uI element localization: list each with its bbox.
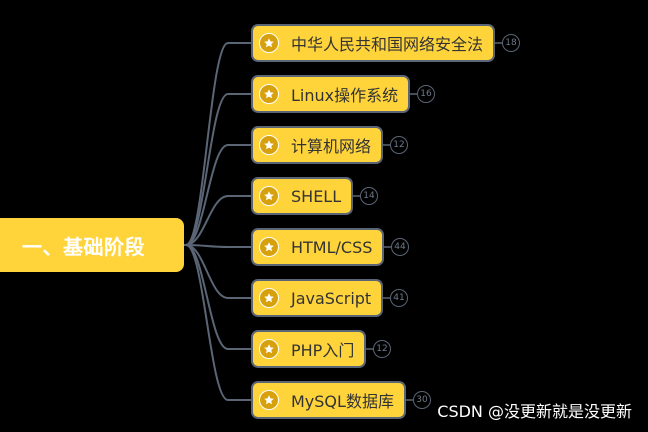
subtopic-count-badge[interactable]: 30 [413,391,431,409]
subtopic-label: SHELL [291,186,342,206]
subtopic-count-badge[interactable]: 18 [502,34,520,52]
root-topic-node[interactable]: 一、基础阶段 [0,218,184,272]
subtopic-label: JavaScript [291,288,372,308]
subtopic-label: 中华人民共和国网络安全法 [291,35,484,54]
subtopic-count-badge[interactable]: 16 [417,85,435,103]
subtopic-label: Linux操作系统 [291,86,399,105]
connector-line [185,244,251,299]
connector-line [185,244,251,401]
subtopic-node[interactable]: JavaScript [251,279,384,317]
subtopic-node[interactable]: 计算机网络 [251,126,384,164]
subtopic-count-badge[interactable]: 12 [373,340,391,358]
star-icon [259,288,279,308]
subtopic-node[interactable]: PHP入门 [251,330,367,368]
star-icon [259,84,279,104]
connector-line [185,42,251,246]
subtopic-label: 计算机网络 [291,137,372,156]
subtopic-count-badge[interactable]: 14 [360,187,378,205]
subtopic-count-badge[interactable]: 41 [390,289,408,307]
connector-line [185,93,251,246]
root-topic-label: 一、基础阶段 [22,234,145,259]
connector-line [185,144,251,246]
subtopic-node[interactable]: HTML/CSS [251,228,385,266]
connector-line [185,244,251,248]
subtopic-node[interactable]: 中华人民共和国网络安全法 [251,24,496,62]
star-icon [259,186,279,206]
star-icon [259,390,279,410]
connector-line [185,195,251,246]
star-icon [259,33,279,53]
star-icon [259,237,279,257]
subtopic-label: PHP入门 [291,341,355,360]
watermark: CSDN @没更新就是没更新 [437,402,632,421]
subtopic-node[interactable]: SHELL [251,177,354,215]
star-icon [259,339,279,359]
subtopic-label: HTML/CSS [291,237,373,257]
subtopic-count-badge[interactable]: 12 [390,136,408,154]
star-icon [259,135,279,155]
subtopic-label: MySQL数据库 [291,392,394,411]
subtopic-node[interactable]: MySQL数据库 [251,381,406,419]
subtopic-node[interactable]: Linux操作系统 [251,75,411,113]
subtopic-count-badge[interactable]: 44 [391,238,409,256]
